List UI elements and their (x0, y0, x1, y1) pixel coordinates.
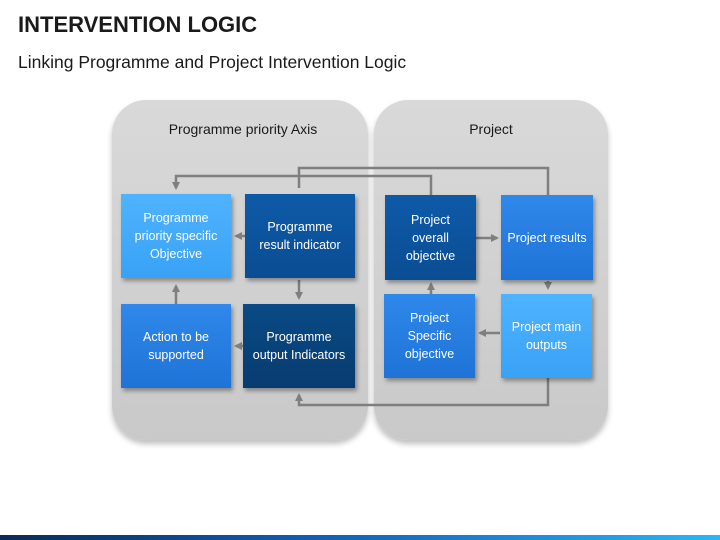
box-programme-output-indicators: Programme output Indicators (243, 304, 355, 388)
box-programme-priority-objective: Programme priority specific Objective (121, 194, 231, 278)
box-project-overall-objective: Project overall objective (385, 195, 476, 280)
box-programme-result-indicator: Programme result indicator (245, 194, 355, 278)
page-title: INTERVENTION LOGIC (18, 12, 258, 37)
box-project-results: Project results (501, 195, 593, 280)
box-action-to-be-supported: Action to be supported (121, 304, 231, 388)
footer-accent-bar (0, 535, 720, 540)
project-panel-title: Project (469, 121, 513, 137)
page-subtitle: Linking Programme and Project Interventi… (18, 52, 407, 72)
box-project-specific-objective: Project Specific objective (384, 294, 475, 378)
programme-panel-title: Programme priority Axis (168, 121, 318, 137)
box-project-main-outputs: Project main outputs (501, 294, 592, 378)
